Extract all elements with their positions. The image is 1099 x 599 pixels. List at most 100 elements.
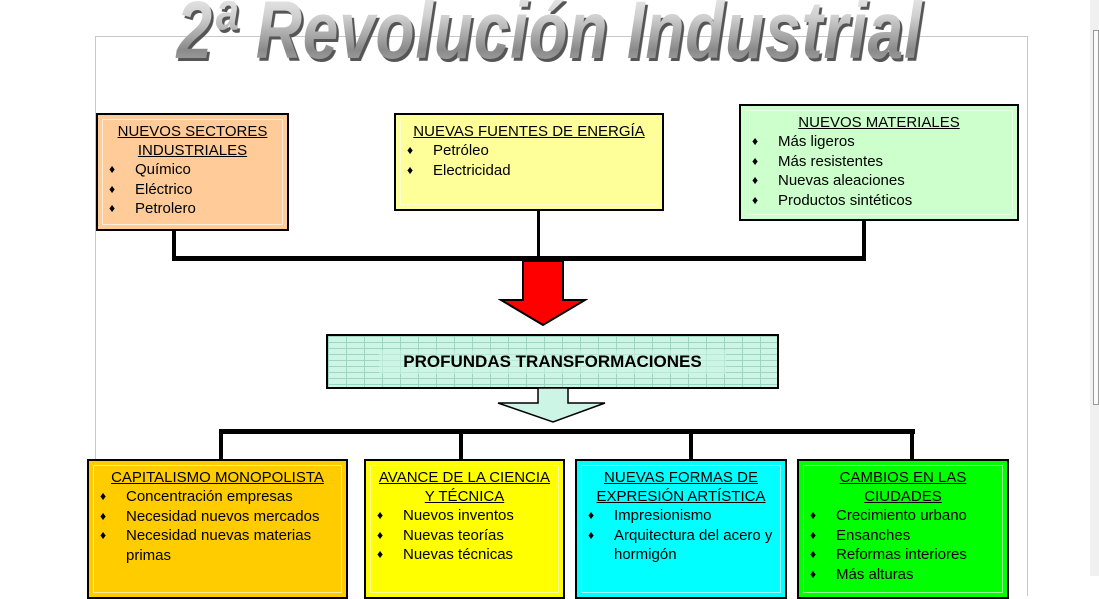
list-item-text: Crecimiento urbano xyxy=(836,507,967,524)
diamond-bullet-icon: ♦ xyxy=(588,508,595,522)
list-item: ♦ Nuevas teorías xyxy=(377,526,552,546)
diamond-bullet-icon: ♦ xyxy=(752,192,759,207)
diamond-bullet-icon: ♦ xyxy=(752,153,759,168)
diamond-bullet-icon: ♦ xyxy=(407,143,414,157)
list-item-text: Petróleo xyxy=(433,142,489,159)
connector-line xyxy=(862,220,866,260)
bullet-list: ♦ Impresionismo ♦ Arquitectura del acero y … xyxy=(588,506,774,565)
connector-line xyxy=(172,230,176,260)
connector-line xyxy=(910,429,914,461)
box-heading: NUEVAS FUENTES DE ENERGÍA xyxy=(413,123,645,140)
list-item-text: Nuevas aleaciones xyxy=(778,172,905,189)
list-item-text: Arquitectura del acero y hormigón xyxy=(614,526,773,564)
diamond-bullet-icon: ♦ xyxy=(810,527,817,542)
list-item-text: Impresionismo xyxy=(614,507,712,524)
diamond-bullet-icon: ♦ xyxy=(752,134,759,148)
list-item: ♦ Más resistentes xyxy=(752,152,1006,172)
list-item: ♦ Más alturas xyxy=(810,565,996,585)
list-item: ♦ Concentración empresas xyxy=(100,487,335,507)
center-label: PROFUNDAS TRANSFORMACIONES xyxy=(379,349,726,374)
red-down-arrow-icon xyxy=(498,260,588,327)
box-inner: CAMBIOS EN LAS CIUDADES ♦ Crecimiento urba… xyxy=(803,465,1003,593)
list-item-text: Electricidad xyxy=(433,161,511,179)
box-heading: AVANCE DE LA CIENCIA Y TÉCNICA xyxy=(378,469,551,505)
bullet-list: ♦ Concentración empresas ♦ Necesidad nuevos… xyxy=(100,487,335,565)
bullet-list: ♦ Crecimiento urbano ♦ Ensanches ♦ Reformas i… xyxy=(810,506,996,584)
diamond-bullet-icon: ♦ xyxy=(377,527,384,542)
list-item-text: Petrolero xyxy=(135,200,196,217)
list-item-text: Concentración empresas xyxy=(126,488,293,505)
light-down-arrow-icon xyxy=(497,387,606,423)
list-item: ♦ Nuevas técnicas xyxy=(377,545,552,565)
diamond-bullet-icon: ♦ xyxy=(100,489,107,503)
box-inner: NUEVOS SECTORES INDUSTRIALES♦Químico♦Elé… xyxy=(102,119,283,225)
connector-line xyxy=(459,429,463,461)
box-heading: NUEVOS MATERIALES xyxy=(798,114,960,131)
diagram-frame xyxy=(95,36,1028,596)
list-item-text: Más ligeros xyxy=(778,133,855,150)
list-item-text: Productos sintéticos xyxy=(778,191,913,209)
diamond-bullet-icon: ♦ xyxy=(407,162,414,177)
list-item-text: Necesidad nuevos mercados xyxy=(126,507,320,525)
list-item-text: Nuevos inventos xyxy=(403,507,514,524)
list-item-text: Reformas interiores xyxy=(836,546,967,563)
box-capitalismo: CAPITALISMO MONOPOLISTA ♦ Concentración em… xyxy=(87,459,348,599)
diamond-bullet-icon: ♦ xyxy=(752,173,759,187)
diamond-bullet-icon: ♦ xyxy=(100,508,107,523)
box-heading: NUEVOS SECTORES INDUSTRIALES xyxy=(117,123,268,159)
list-item-text: Más resistentes xyxy=(778,152,884,170)
list-item: ♦ Necesidad nuevos mercados xyxy=(100,507,335,527)
box-inner: AVANCE DE LA CIENCIA Y TÉCNICA ♦ Nuevos in… xyxy=(370,465,559,593)
diamond-bullet-icon: ♦ xyxy=(377,508,384,522)
diamond-bullet-icon: ♦ xyxy=(377,547,384,561)
connector-line xyxy=(689,429,693,461)
list-item-text: Ensanches xyxy=(836,526,911,544)
diamond-bullet-icon: ♦ xyxy=(588,527,595,542)
box-heading: CAPITALISMO MONOPOLISTA xyxy=(111,469,324,486)
diamond-bullet-icon: ♦ xyxy=(810,566,817,581)
box-inner: NUEVAS FUENTES DE ENERGÍA ♦ Petróleo ♦ Elect… xyxy=(400,119,658,205)
list-item-text: Químico xyxy=(135,161,191,178)
scrollbar-thumb[interactable] xyxy=(1093,30,1099,405)
box-expresion-artistica: NUEVAS FORMAS DE EXPRESIÓN ARTÍSTICA♦Imp… xyxy=(575,459,787,599)
bullet-list: ♦ Más ligeros ♦ Más resistentes ♦ Nuevas alea… xyxy=(752,132,1006,210)
box-nuevas-fuentes: NUEVAS FUENTES DE ENERGÍA ♦ Petróleo ♦ Elect… xyxy=(394,113,664,211)
bullet-list: ♦ Petróleo ♦ Electricidad xyxy=(407,141,651,180)
box-inner: NUEVAS FORMAS DE EXPRESIÓN ARTÍSTICA♦Imp… xyxy=(581,465,781,593)
list-item: ♦ Productos sintéticos xyxy=(752,191,1006,211)
list-item: ♦ Químico xyxy=(109,160,276,180)
list-item-text: Necesidad nuevas materias primas xyxy=(126,527,312,564)
list-item: ♦ Reformas interiores xyxy=(810,545,996,565)
box-nuevos-sectores: NUEVOS SECTORES INDUSTRIALES♦Químico♦Elé… xyxy=(96,113,289,231)
diamond-bullet-icon: ♦ xyxy=(109,181,116,196)
box-inner: CAPITALISMO MONOPOLISTA ♦ Concentración em… xyxy=(93,465,342,593)
connector-line xyxy=(219,429,915,434)
list-item: ♦ Impresionismo xyxy=(588,506,774,526)
diamond-bullet-icon: ♦ xyxy=(810,508,817,522)
list-item: ♦ Nuevas aleaciones xyxy=(752,171,1006,191)
list-item-text: Más alturas xyxy=(836,565,914,583)
box-nuevos-materiales: NUEVOS MATERIALES ♦ Más ligeros ♦ Más resist… xyxy=(739,104,1019,221)
list-item-text: Nuevas técnicas xyxy=(403,546,514,563)
list-item: ♦ Eléctrico xyxy=(109,180,276,200)
connector-line xyxy=(537,210,540,260)
profundas-transformaciones-box: PROFUNDAS TRANSFORMACIONES xyxy=(326,334,779,389)
list-item: ♦ Electricidad xyxy=(407,161,651,181)
box-inner: NUEVOS MATERIALES ♦ Más ligeros ♦ Más resist… xyxy=(745,110,1013,215)
connector-line xyxy=(172,256,866,261)
list-item: ♦ Petróleo xyxy=(407,141,651,161)
box-heading: NUEVAS FORMAS DE EXPRESIÓN ARTÍSTICA xyxy=(596,469,766,505)
list-item: ♦ Crecimiento urbano xyxy=(810,506,996,526)
bullet-list: ♦Químico♦Eléctrico♦Petrolero xyxy=(109,160,276,219)
bullet-list: ♦ Nuevos inventos ♦ Nuevas teorías ♦ Nuevas t… xyxy=(377,506,552,565)
diamond-bullet-icon: ♦ xyxy=(109,162,116,176)
list-item: ♦Necesidad nuevas materias primas xyxy=(100,526,335,565)
box-heading: CAMBIOS EN LAS CIUDADES xyxy=(839,469,967,505)
list-item: ♦ Nuevos inventos xyxy=(377,506,552,526)
list-item-text: Nuevas teorías xyxy=(403,526,504,544)
list-item: ♦ Más ligeros xyxy=(752,132,1006,152)
diamond-bullet-icon: ♦ xyxy=(810,547,817,561)
list-item: ♦ Arquitectura del acero y hormigón xyxy=(588,526,774,565)
list-item-text: Eléctrico xyxy=(135,180,193,198)
connector-line xyxy=(219,429,223,461)
